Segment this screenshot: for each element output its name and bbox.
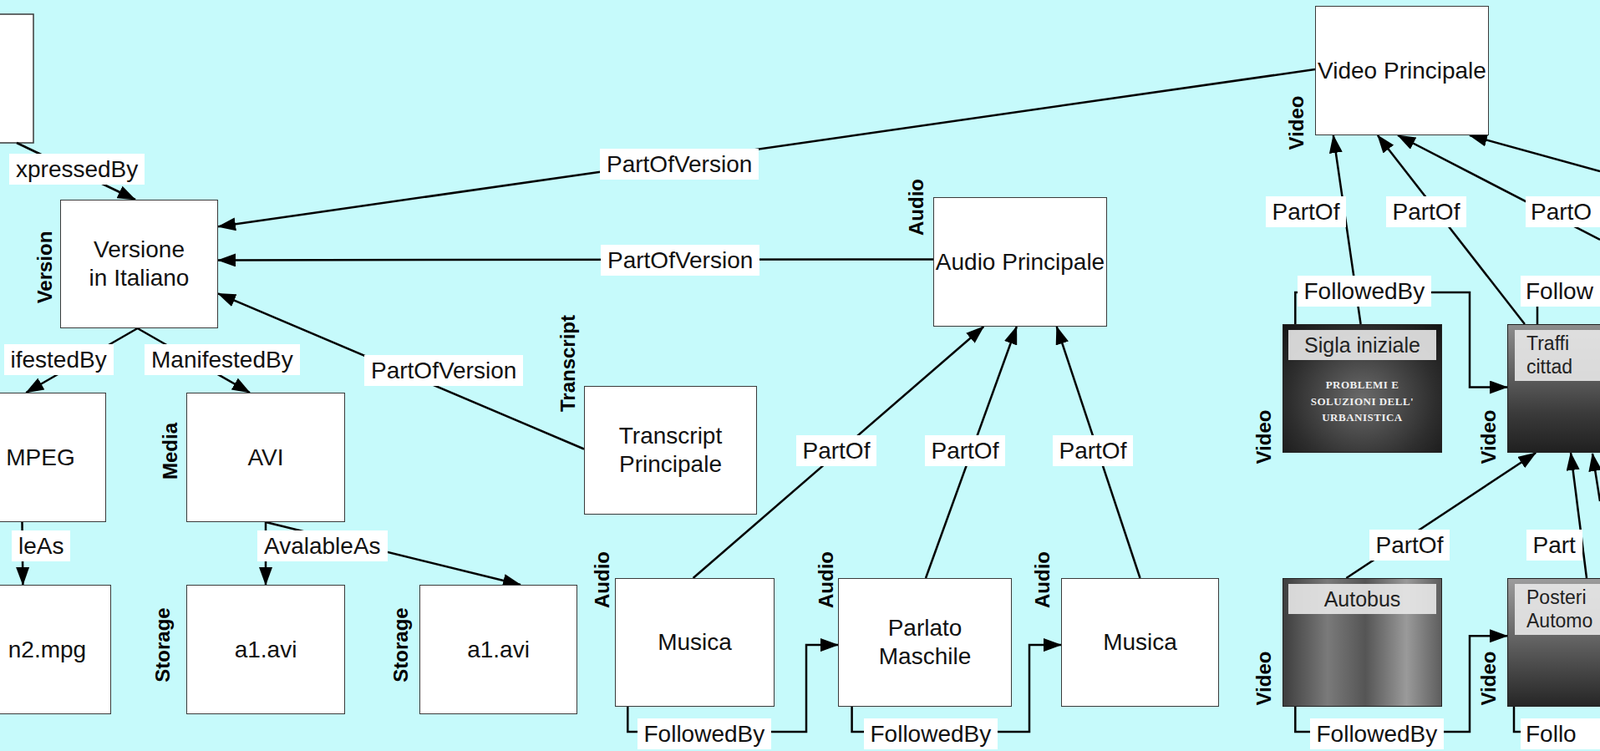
entity-name: n2.mpg	[8, 635, 87, 665]
type-label: Transcript	[558, 314, 579, 412]
type-label: Video	[1478, 650, 1499, 706]
segment-title: Traffi cittad	[1526, 332, 1599, 379]
relation-label: FollowedBy	[637, 718, 773, 750]
segment-title: Sigla iniziale	[1291, 332, 1433, 358]
relation-label: PartOfVersion	[599, 148, 759, 180]
relation-connector	[218, 259, 934, 260]
frame-caption: PROBLEMI E SOLUZIONI DELL' URBANISTICA	[1291, 376, 1433, 427]
cropped-relation-label: Follo	[1520, 718, 1600, 750]
entity-box: Transcript PrincipaleTranscript	[584, 386, 757, 515]
relation-label: PartOf	[796, 435, 878, 467]
type-label: Version	[35, 230, 56, 304]
relation-label: PartOfVersion	[600, 244, 760, 276]
relation-label: leAs	[11, 530, 71, 562]
entity-box: Audio PrincipaleAudio	[933, 197, 1108, 327]
video-segment: Posteri AutomoVideo	[1507, 578, 1600, 707]
entity-name: Musica	[657, 628, 732, 657]
entity-box: a1.aviStorage	[419, 584, 578, 715]
type-label: Video	[1254, 650, 1275, 706]
entity-name: Musica	[1102, 628, 1178, 657]
relation-label: PartOf	[1369, 529, 1451, 561]
cropped-relation-label: PartO	[1525, 196, 1600, 228]
entity-box: Versione in ItalianoVersion	[60, 199, 219, 329]
entity-box: Parlato MaschileAudio	[838, 578, 1012, 707]
type-label: Audio	[815, 551, 836, 609]
entity-box: n2.mpg	[0, 584, 112, 715]
relation-label: PartOfVersion	[364, 355, 524, 387]
relation-label: AvalableAs	[257, 530, 388, 562]
relation-label: Part	[1526, 529, 1583, 561]
entity-box: MusicaAudio	[614, 578, 775, 707]
entity-box: MusicaAudio	[1061, 578, 1220, 707]
type-label: Audio	[591, 551, 612, 609]
relation-label: PartOf	[1052, 435, 1134, 467]
segment-title: Posteri Automo	[1526, 586, 1599, 633]
entity-name: a1.avi	[467, 635, 530, 665]
offscreen-arrow	[1469, 135, 1600, 172]
entity-box: a1.aviStorage	[186, 584, 346, 715]
title-patch: Autobus	[1288, 584, 1437, 615]
entity-box: Video PrincipaleVideo	[1315, 5, 1489, 136]
entity-name: Parlato Maschile	[838, 614, 1011, 671]
offscreen-arrow	[1592, 453, 1600, 502]
cropped-relation-label: Follow	[1520, 275, 1600, 307]
entity-name: Video Principale	[1317, 56, 1487, 86]
entity-name: AVI	[247, 443, 284, 473]
entity-box: AVIMedia	[186, 392, 346, 523]
type-label: Video	[1286, 95, 1307, 150]
video-segment: Sigla inizialePROBLEMI E SOLUZIONI DELL'…	[1282, 324, 1443, 453]
relation-label: PartOf	[924, 435, 1006, 467]
type-label: Storage	[152, 607, 173, 682]
type-label: Video	[1478, 409, 1499, 464]
title-patch: Traffi cittad	[1514, 330, 1600, 381]
relation-label: FollowedBy	[1297, 275, 1433, 307]
relation-label: ifestedBy	[4, 344, 114, 376]
title-patch: Sigla iniziale	[1288, 330, 1437, 361]
title-patch: Posteri Automo	[1514, 584, 1600, 635]
type-label: Audio	[905, 178, 926, 236]
relation-label: FollowedBy	[1310, 718, 1445, 750]
relation-label: FollowedBy	[863, 718, 999, 750]
entity-name: Transcript Principale	[584, 421, 757, 478]
type-label: Storage	[391, 607, 412, 682]
entity-name: MPEG	[5, 443, 75, 473]
relation-connector	[1346, 452, 1536, 579]
entity-name: Audio Principale	[935, 248, 1105, 277]
video-segment: Traffi cittadVideo	[1507, 324, 1600, 453]
entity-name: Versione in Italiano	[85, 235, 194, 292]
segment-title: Autobus	[1291, 586, 1433, 612]
type-label: Audio	[1031, 551, 1052, 609]
relation-connector	[218, 69, 1316, 227]
cropped-box	[0, 14, 34, 143]
type-label: Media	[160, 421, 181, 479]
cropped-relation-label: xpressedBy	[9, 153, 145, 185]
entity-box: MPEG	[0, 392, 107, 523]
relation-label: PartOf	[1265, 196, 1347, 228]
relation-label: ManifestedBy	[144, 344, 300, 376]
entity-name: a1.avi	[234, 635, 298, 665]
video-segment: AutobusVideo	[1282, 578, 1443, 707]
relation-label: PartOf	[1386, 196, 1468, 228]
type-label: Video	[1254, 409, 1275, 464]
